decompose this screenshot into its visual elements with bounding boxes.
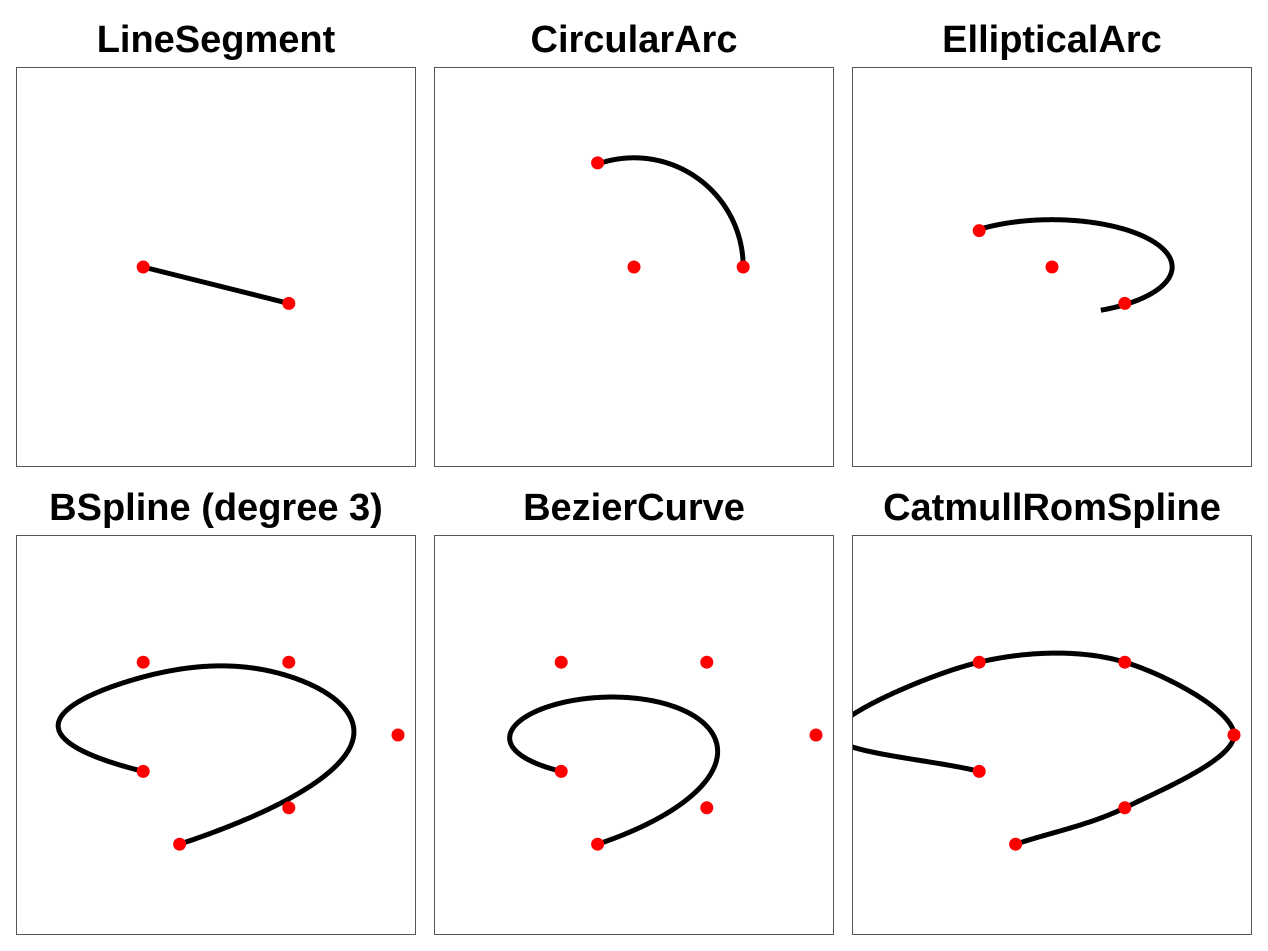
curve-path (973, 217, 1175, 313)
control-point (700, 655, 714, 669)
plot-frame (434, 67, 834, 467)
control-point (736, 260, 750, 274)
panel-title: EllipticalArc (942, 19, 1162, 61)
plot-frame (16, 535, 416, 935)
control-point (591, 156, 605, 170)
plot-frame (434, 535, 834, 935)
control-point (554, 764, 568, 778)
control-point (1227, 728, 1241, 742)
control-point (809, 728, 823, 742)
curve-path (853, 650, 1237, 847)
panel-bezier-curve: BezierCurve (434, 486, 834, 936)
control-point (282, 801, 296, 815)
control-point (1118, 655, 1132, 669)
plot-frame (852, 535, 1252, 935)
control-point (554, 655, 568, 669)
plot-frame (16, 67, 416, 467)
control-point (282, 655, 296, 669)
control-point (136, 260, 150, 274)
panel-circular-arc: CircularArc (434, 18, 834, 468)
panel-title: BSpline (degree 3) (49, 487, 383, 529)
plot-canvas (507, 655, 823, 851)
control-point (700, 801, 714, 815)
panel-title: BezierCurve (523, 487, 745, 529)
control-point (136, 764, 150, 778)
control-point (1045, 260, 1059, 274)
control-point (972, 224, 986, 238)
control-point (972, 764, 986, 778)
control-point (1118, 801, 1132, 815)
panel-catmull-rom-spline: CatmullRomSpline (852, 486, 1252, 936)
curve-path (507, 694, 721, 847)
control-point (282, 296, 296, 310)
plot-canvas (972, 217, 1175, 313)
plot-canvas (55, 655, 405, 851)
control-point (391, 728, 405, 742)
panel-elliptical-arc: EllipticalArc (852, 18, 1252, 468)
control-point (1118, 296, 1132, 310)
control-point (1009, 837, 1023, 851)
control-point (972, 655, 986, 669)
control-point (627, 260, 641, 274)
control-point (591, 837, 605, 851)
plot-canvas (136, 260, 296, 310)
plot-canvas (853, 650, 1241, 851)
panel-title: CatmullRomSpline (883, 487, 1221, 529)
panel-line-segment: LineSegment (16, 18, 416, 468)
curve-path (595, 155, 746, 269)
panel-title: LineSegment (96, 19, 336, 61)
panel-bspline: BSpline (degree 3) (16, 486, 416, 936)
curve-path (55, 663, 357, 847)
control-point (173, 837, 187, 851)
plot-canvas (591, 155, 750, 274)
panel-title: CircularArc (530, 19, 738, 61)
control-point (136, 655, 150, 669)
curve-path (142, 264, 290, 306)
plot-frame (852, 67, 1252, 467)
